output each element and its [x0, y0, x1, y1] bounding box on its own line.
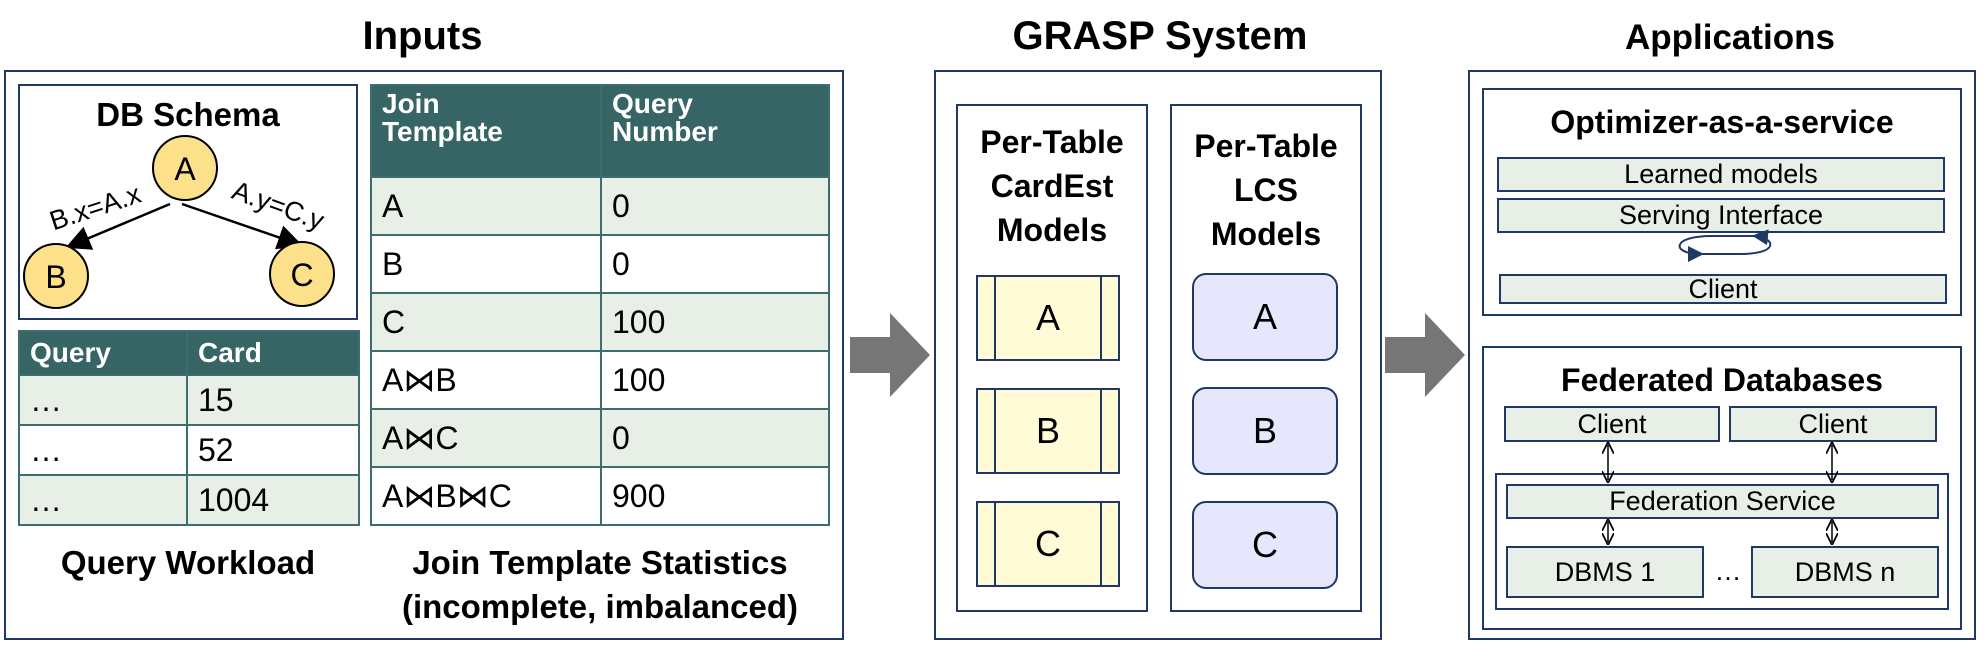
jt-cell: A⋈C — [370, 408, 602, 468]
jt-cell: 0 — [600, 234, 830, 294]
lcs-title: Per-Table LCS Models — [1194, 128, 1338, 252]
db-schema-box: DB Schema A B C B.x=A.x A.y=C.y — [18, 84, 358, 320]
dbms-ellipsis: … — [1714, 556, 1742, 586]
jt-cell: A — [370, 176, 602, 236]
qw-cell: 15 — [186, 374, 360, 426]
join-template-table: Join Template Query Number A 0 B 0 C 100… — [370, 84, 830, 526]
lcs-model-label: C — [1252, 524, 1278, 565]
table-row: A⋈C 0 — [370, 408, 830, 468]
lcs-model-label: B — [1252, 410, 1277, 451]
table-row: A 0 — [370, 176, 830, 236]
lcs-model-c: C — [1192, 501, 1338, 589]
cardest-model-label: A — [1035, 297, 1060, 338]
node-b-label: B — [45, 259, 66, 295]
federation-service-box: Federation Service — [1506, 484, 1939, 519]
qw-cell: … — [18, 474, 188, 526]
node-b — [23, 243, 89, 309]
jt-cell: A⋈B — [370, 350, 602, 410]
grasp-heading: GRASP System — [1012, 14, 1308, 58]
table-row: … 52 — [18, 424, 360, 476]
federated-client-right: Client — [1729, 406, 1937, 442]
jt-header-template: Join Template — [370, 84, 602, 178]
join-template-caption-2: (incomplete, imbalanced) — [401, 588, 799, 625]
jt-cell: 900 — [600, 466, 830, 526]
jt-cell: C — [370, 292, 602, 352]
inputs-heading: Inputs — [362, 14, 483, 58]
jt-cell: 100 — [600, 350, 830, 410]
join-template-caption-1: Join Template Statistics — [412, 544, 788, 581]
edge-a-c — [181, 202, 303, 250]
query-workload-caption: Query Workload — [60, 544, 316, 581]
qw-header-query: Query — [18, 330, 188, 376]
jt-cell: B — [370, 234, 602, 294]
applications-heading: Applications — [1624, 18, 1836, 57]
jt-header-number: Query Number — [600, 84, 830, 178]
table-row: A⋈B⋈C 900 — [370, 466, 830, 526]
federated-title: Federated Databases — [1561, 362, 1883, 398]
serving-interface-box: Serving Interface — [1497, 198, 1945, 233]
lcs-model-a: A — [1192, 273, 1338, 361]
cardest-model-b: B — [976, 388, 1120, 474]
qw-header-card: Card — [186, 330, 360, 376]
optimizer-client-box: Client — [1499, 274, 1947, 304]
qw-cell: … — [18, 424, 188, 476]
qw-cell: 52 — [186, 424, 360, 476]
table-row: C 100 — [370, 292, 830, 352]
cardest-model-a: A — [976, 275, 1120, 361]
arrow-grasp-to-apps — [1385, 313, 1465, 397]
learned-models-box: Learned models — [1497, 157, 1945, 192]
cardest-model-label: B — [1035, 410, 1060, 451]
cardest-model-c: C — [976, 501, 1120, 587]
cardest-title: Per-Table CardEst Models — [980, 124, 1124, 248]
node-a-label: A — [174, 151, 196, 187]
jt-cell: 0 — [600, 408, 830, 468]
dbms-1-box: DBMS 1 — [1506, 546, 1704, 598]
arrow-inputs-to-grasp — [850, 313, 930, 397]
dbms-n-box: DBMS n — [1751, 546, 1939, 598]
federated-client-left: Client — [1504, 406, 1720, 442]
jt-cell: A⋈B⋈C — [370, 466, 602, 526]
db-schema-title: DB Schema — [96, 96, 280, 133]
node-c-label: C — [290, 257, 313, 293]
qw-cell: … — [18, 374, 188, 426]
jt-cell: 100 — [600, 292, 830, 352]
table-row: A⋈B 100 — [370, 350, 830, 410]
cardest-model-label: C — [1035, 523, 1061, 564]
table-row: B 0 — [370, 234, 830, 294]
table-row: … 15 — [18, 374, 360, 426]
node-c — [269, 241, 335, 307]
jt-cell: 0 — [600, 176, 830, 236]
qw-cell: 1004 — [186, 474, 360, 526]
node-a — [152, 135, 218, 201]
edge-a-b — [65, 202, 171, 250]
lcs-model-b: B — [1192, 387, 1338, 475]
schema-graph: A B C B.x=A.x A.y=C.y — [23, 135, 335, 309]
table-row: … 1004 — [18, 474, 360, 526]
optimizer-title: Optimizer-as-a-service — [1550, 104, 1894, 140]
query-workload-table: Query Card … 15 … 52 … 1004 — [18, 330, 360, 526]
lcs-model-label: A — [1252, 296, 1277, 337]
